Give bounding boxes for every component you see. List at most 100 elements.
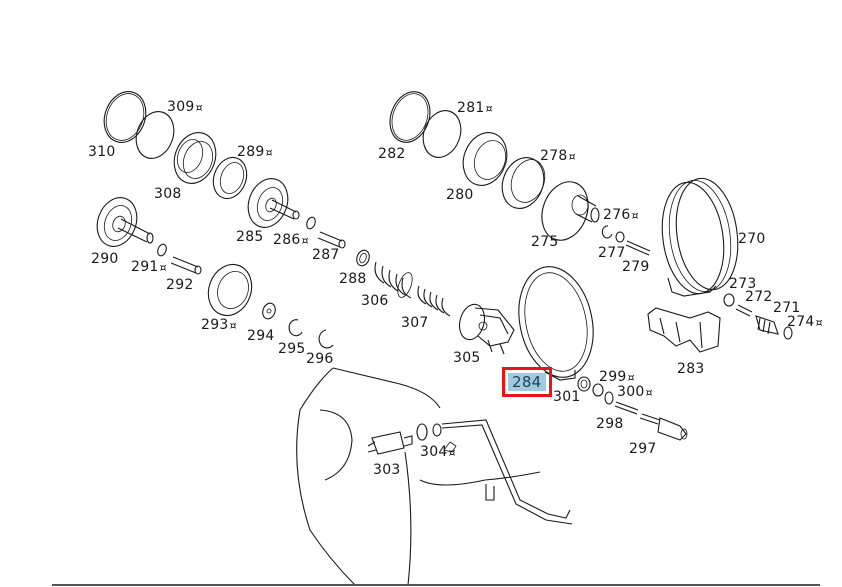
part-number: 310 [88, 144, 116, 160]
part-label-275[interactable]: 275 [531, 234, 559, 250]
part-label-284[interactable]: 284 [502, 367, 552, 397]
part-label-289[interactable]: 289¤ [237, 144, 273, 161]
part-number: 289 [237, 144, 265, 160]
part-297-adjuster [639, 413, 688, 441]
part-number: 285 [236, 229, 264, 245]
part-number: 288 [339, 271, 367, 287]
part-label-291[interactable]: 291¤ [131, 259, 167, 276]
part-label-285[interactable]: 285 [236, 229, 264, 245]
part-271-piston [755, 315, 779, 335]
part-number: 303 [373, 462, 401, 478]
part-label-306[interactable]: 306 [361, 293, 389, 309]
part-label-310[interactable]: 310 [88, 144, 116, 160]
part-308-piston [173, 132, 217, 184]
part-number: 270 [738, 231, 766, 247]
part-label-286[interactable]: 286¤ [273, 232, 309, 249]
part-number: 307 [401, 315, 429, 331]
part-294-washer [262, 302, 276, 320]
part-label-281[interactable]: 281¤ [457, 100, 493, 117]
part-number: 282 [378, 146, 406, 162]
part-number: 309 [167, 99, 195, 115]
supersession-mark-icon: ¤ [645, 386, 653, 399]
part-label-283[interactable]: 283 [677, 361, 705, 377]
part-label-301[interactable]: 301 [553, 389, 581, 405]
part-286-o-ring [306, 216, 316, 230]
part-298-pin [614, 401, 639, 415]
part-number: 298 [596, 416, 624, 432]
part-label-273[interactable]: 273 [729, 276, 757, 292]
part-301-ring [577, 376, 591, 392]
part-293-seal [207, 263, 253, 317]
part-label-278[interactable]: 278¤ [540, 148, 576, 165]
supersession-mark-icon: ¤ [195, 101, 203, 114]
part-number: 299 [599, 369, 627, 385]
part-296-clip [318, 329, 334, 349]
part-number: 277 [598, 245, 626, 261]
part-label-288[interactable]: 288 [339, 271, 367, 287]
part-label-300[interactable]: 300¤ [617, 384, 653, 401]
part-number: 308 [154, 186, 182, 202]
part-label-305[interactable]: 305 [453, 350, 481, 366]
part-label-272[interactable]: 272 [745, 289, 773, 305]
part-280-piston [462, 132, 508, 186]
part-278-seal [501, 157, 546, 209]
part-label-303[interactable]: 303 [373, 462, 401, 478]
part-274-o-ring [783, 326, 793, 340]
part-number: 297 [629, 441, 657, 457]
part-309-ring [135, 111, 175, 159]
part-283-bracket [647, 307, 721, 353]
part-307-spring [417, 285, 451, 317]
part-label-274[interactable]: 274¤ [787, 314, 823, 331]
part-label-293[interactable]: 293¤ [201, 317, 237, 334]
part-label-299[interactable]: 299¤ [599, 369, 635, 386]
part-label-296[interactable]: 296 [306, 351, 334, 367]
part-295-clip [288, 319, 303, 337]
part-label-277[interactable]: 277 [598, 245, 626, 261]
part-number: 304 [420, 444, 448, 460]
part-306-spring [374, 261, 413, 299]
part-304-seal [416, 423, 457, 453]
part-label-287[interactable]: 287 [312, 247, 340, 263]
part-310-snap-ring [103, 91, 147, 143]
part-label-280[interactable]: 280 [446, 187, 474, 203]
part-label-279[interactable]: 279 [622, 259, 650, 275]
supersession-mark-icon: ¤ [265, 146, 273, 159]
part-282-snap-ring [389, 91, 431, 143]
part-label-292[interactable]: 292 [166, 277, 194, 293]
part-label-297[interactable]: 297 [629, 441, 657, 457]
part-label-307[interactable]: 307 [401, 315, 429, 331]
part-288-ring [356, 249, 370, 267]
part-272-pin [735, 304, 753, 317]
part-label-282[interactable]: 282 [378, 146, 406, 162]
part-number: 296 [306, 351, 334, 367]
part-label-270[interactable]: 270 [738, 231, 766, 247]
supersession-mark-icon: ¤ [301, 234, 309, 247]
part-number: 272 [745, 289, 773, 305]
supersession-mark-icon: ¤ [568, 150, 576, 163]
part-label-308[interactable]: 308 [154, 186, 182, 202]
part-285-piston-shaft [247, 178, 300, 228]
part-299-ring [592, 383, 604, 397]
part-number: 305 [453, 350, 481, 366]
vent-tube [441, 419, 573, 525]
part-number: 294 [247, 328, 275, 344]
part-label-309[interactable]: 309¤ [167, 99, 203, 116]
part-label-294[interactable]: 294 [247, 328, 275, 344]
part-label-276[interactable]: 276¤ [603, 207, 639, 224]
part-277-washer [615, 231, 625, 243]
part-number: 280 [446, 187, 474, 203]
part-number: 279 [622, 259, 650, 275]
part-label-304[interactable]: 304¤ [420, 444, 456, 461]
part-label-295[interactable]: 295 [278, 341, 306, 357]
part-label-271[interactable]: 271 [773, 300, 801, 316]
part-label-298[interactable]: 298 [596, 416, 624, 432]
part-305-servo-cover [458, 303, 515, 355]
part-number: 274 [787, 314, 815, 330]
supersession-mark-icon: ¤ [159, 261, 167, 274]
part-label-290[interactable]: 290 [91, 251, 119, 267]
supersession-mark-icon: ¤ [229, 319, 237, 332]
bottom-rule [52, 584, 820, 586]
part-number: 306 [361, 293, 389, 309]
